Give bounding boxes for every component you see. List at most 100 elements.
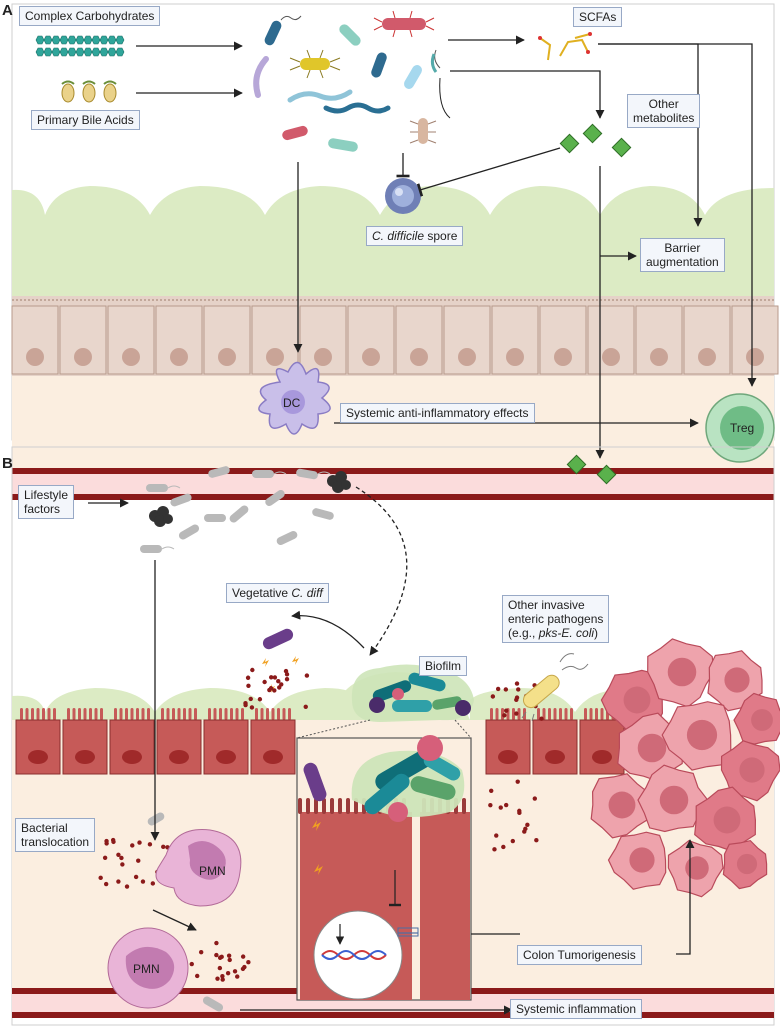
toxin-dot xyxy=(102,855,108,860)
toxin-dot xyxy=(262,679,267,685)
inset-nucleus xyxy=(313,910,403,1000)
microvillus xyxy=(119,708,123,720)
microvillus xyxy=(260,708,264,720)
tumor-mass-icon xyxy=(590,638,780,898)
microvillus xyxy=(589,708,593,720)
toxin-dot xyxy=(240,954,246,959)
systemic-inflammation-label: Systemic inflammation xyxy=(510,999,643,1019)
toxin-dot xyxy=(110,837,116,843)
toxin-dot xyxy=(137,840,142,845)
toxin-dot xyxy=(189,961,194,967)
cell-nucleus xyxy=(506,348,524,366)
microvillus xyxy=(166,708,170,720)
cell-nucleus xyxy=(545,750,565,764)
microvillus xyxy=(266,708,269,720)
cell-nucleus xyxy=(592,750,612,764)
microvillus xyxy=(230,708,233,720)
microvillus xyxy=(517,708,521,720)
toxin-dot xyxy=(504,708,509,713)
toxin-dot xyxy=(119,855,124,861)
toxin-dot xyxy=(503,687,509,692)
toxin-dot xyxy=(502,713,507,718)
panel-a-letter: A xyxy=(2,2,13,19)
microvillus xyxy=(194,708,197,720)
toxin-dot xyxy=(514,711,519,716)
toxin-dot xyxy=(498,805,503,810)
microvillus xyxy=(72,708,76,720)
scfas-label: SCFAs xyxy=(573,7,623,27)
tumor-cell-nucleus xyxy=(686,719,718,751)
microvillus xyxy=(495,708,499,720)
panel-b-arrows xyxy=(88,486,695,1015)
other-invasive-line-3a: (e.g., xyxy=(508,626,539,640)
microvillus xyxy=(208,708,211,720)
microvillus xyxy=(512,708,515,720)
cell-nucleus xyxy=(169,750,189,764)
vessel-wall-top-a xyxy=(12,468,774,474)
toxin-dot xyxy=(492,847,497,852)
toxin-dot xyxy=(217,965,223,971)
toxin-dot xyxy=(248,696,253,702)
other-metabolites-line-2: metabolites xyxy=(633,111,695,125)
toxin-dot xyxy=(249,705,255,710)
systemic-metabolites-icon xyxy=(566,454,617,485)
microvillus xyxy=(67,708,70,720)
panel-a xyxy=(11,3,779,500)
particle-aggregate-icon xyxy=(149,471,351,527)
toxin-dot xyxy=(490,694,496,699)
microvillus xyxy=(595,708,598,720)
tumor-cell-nucleus xyxy=(623,686,651,714)
scfa-molecules-icon xyxy=(538,32,592,61)
cell-nucleus xyxy=(75,750,95,764)
microvillus xyxy=(36,708,40,720)
toxin-dot xyxy=(214,940,219,946)
toxin-dot xyxy=(514,695,520,700)
toxin-dot xyxy=(161,844,166,850)
bile-acid-icons xyxy=(61,80,117,103)
microvillus xyxy=(31,708,34,720)
toxin-dot xyxy=(517,810,522,816)
pmn-label-2: PMN xyxy=(133,962,160,976)
cell-nucleus xyxy=(266,348,284,366)
microvillus xyxy=(25,708,29,720)
microvillus xyxy=(125,708,128,720)
toxin-dot xyxy=(195,973,200,979)
cell-nucleus xyxy=(314,348,332,366)
microvillus xyxy=(213,708,217,720)
epithelial-cell-b xyxy=(156,719,202,775)
toxin-dot xyxy=(495,686,501,692)
toxin-dot xyxy=(523,826,528,832)
microvillus xyxy=(559,708,562,720)
microvillus xyxy=(600,708,604,720)
pks-e-coli-italic: pks-E. coli xyxy=(538,626,595,640)
vessel-wall-bottom-b xyxy=(12,1012,774,1018)
microvillus xyxy=(255,708,258,720)
vegetative-c-diff-label: Vegetative C. diff xyxy=(226,583,329,603)
toxin-dot xyxy=(140,879,146,884)
toxin-dot xyxy=(214,952,219,958)
other-metabolites-line-1: Other xyxy=(648,97,679,111)
microvillus xyxy=(548,708,551,720)
microvillus xyxy=(161,708,164,720)
panel-b-letter: B xyxy=(2,455,13,472)
other-metabolites-label: Other metabolites xyxy=(627,94,701,128)
lifestyle-line-1: Lifestyle xyxy=(24,488,69,502)
other-metabolites-icon xyxy=(559,123,632,158)
microvillus xyxy=(136,708,139,720)
microvillus xyxy=(537,708,540,720)
pmn-cell-1-icon xyxy=(155,829,242,907)
epithelial-cell-b xyxy=(485,719,531,775)
toxin-dot xyxy=(489,788,494,794)
dendritic-cell-icon xyxy=(258,361,331,435)
cell-nucleus xyxy=(458,348,476,366)
microvillus xyxy=(277,708,280,720)
other-invasive-line-2: enteric pathogens xyxy=(508,612,604,626)
treg-cell-icon xyxy=(705,393,775,463)
microvillus xyxy=(490,708,493,720)
c-difficile-spore-label: C. difficile spore xyxy=(366,226,464,246)
translocation-line-2: translocation xyxy=(21,835,90,849)
tumor-cell-nucleus xyxy=(713,806,741,834)
toxin-dot xyxy=(267,687,272,693)
microvillus xyxy=(47,708,51,720)
microvillus xyxy=(83,708,87,720)
